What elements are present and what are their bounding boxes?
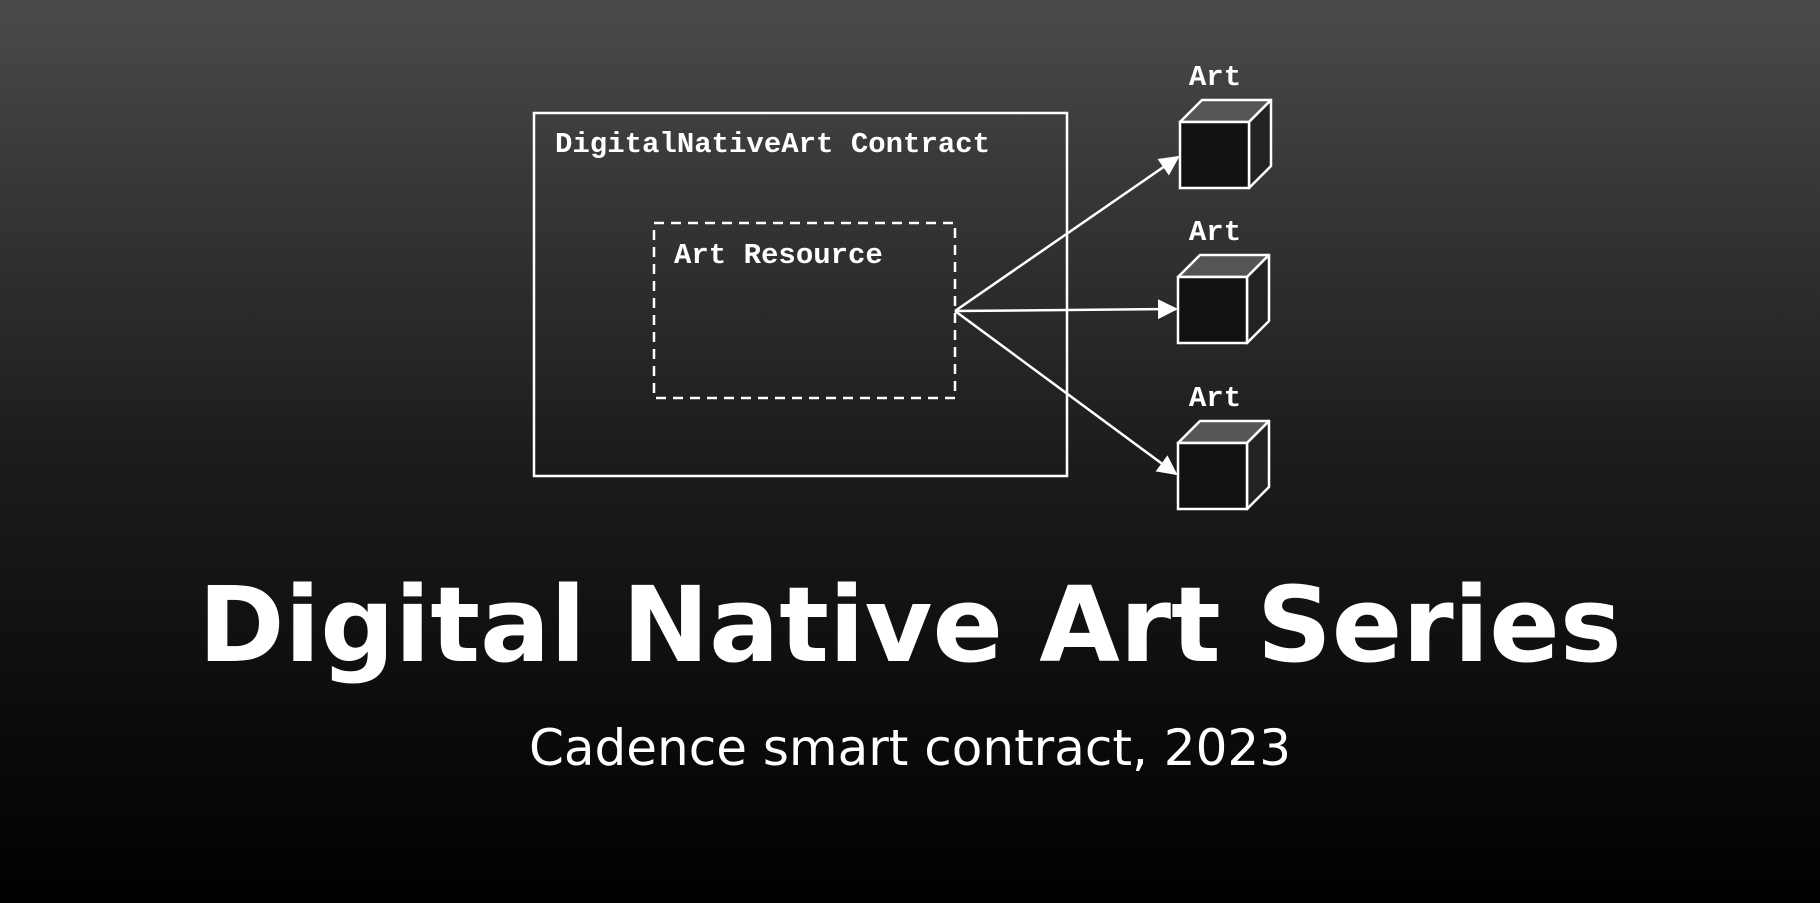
art-cube-3: Art xyxy=(1176,382,1271,511)
art-cube-1: Art xyxy=(1178,61,1273,190)
art-label-1: Art xyxy=(1189,61,1241,94)
contract-diagram: DigitalNativeArt Contract Art Resource A… xyxy=(532,61,1273,511)
arrow-to-art-2 xyxy=(954,299,1178,320)
page-subtitle: Cadence smart contract, 2023 xyxy=(528,719,1292,777)
cube-icon xyxy=(1176,253,1271,345)
cube-icon xyxy=(1178,98,1273,190)
art-label-2: Art xyxy=(1189,216,1241,249)
arrow-to-art-3 xyxy=(954,309,1178,476)
art-label-3: Art xyxy=(1189,382,1241,415)
contract-label: DigitalNativeArt Contract xyxy=(555,128,990,161)
resource-label: Art Resource xyxy=(674,239,883,272)
page-title: Digital Native Art Series xyxy=(198,564,1622,686)
arrow-to-art-1 xyxy=(954,155,1180,313)
contract-box xyxy=(532,111,1069,478)
art-cube-2: Art xyxy=(1176,216,1271,345)
cube-icon xyxy=(1176,419,1271,511)
